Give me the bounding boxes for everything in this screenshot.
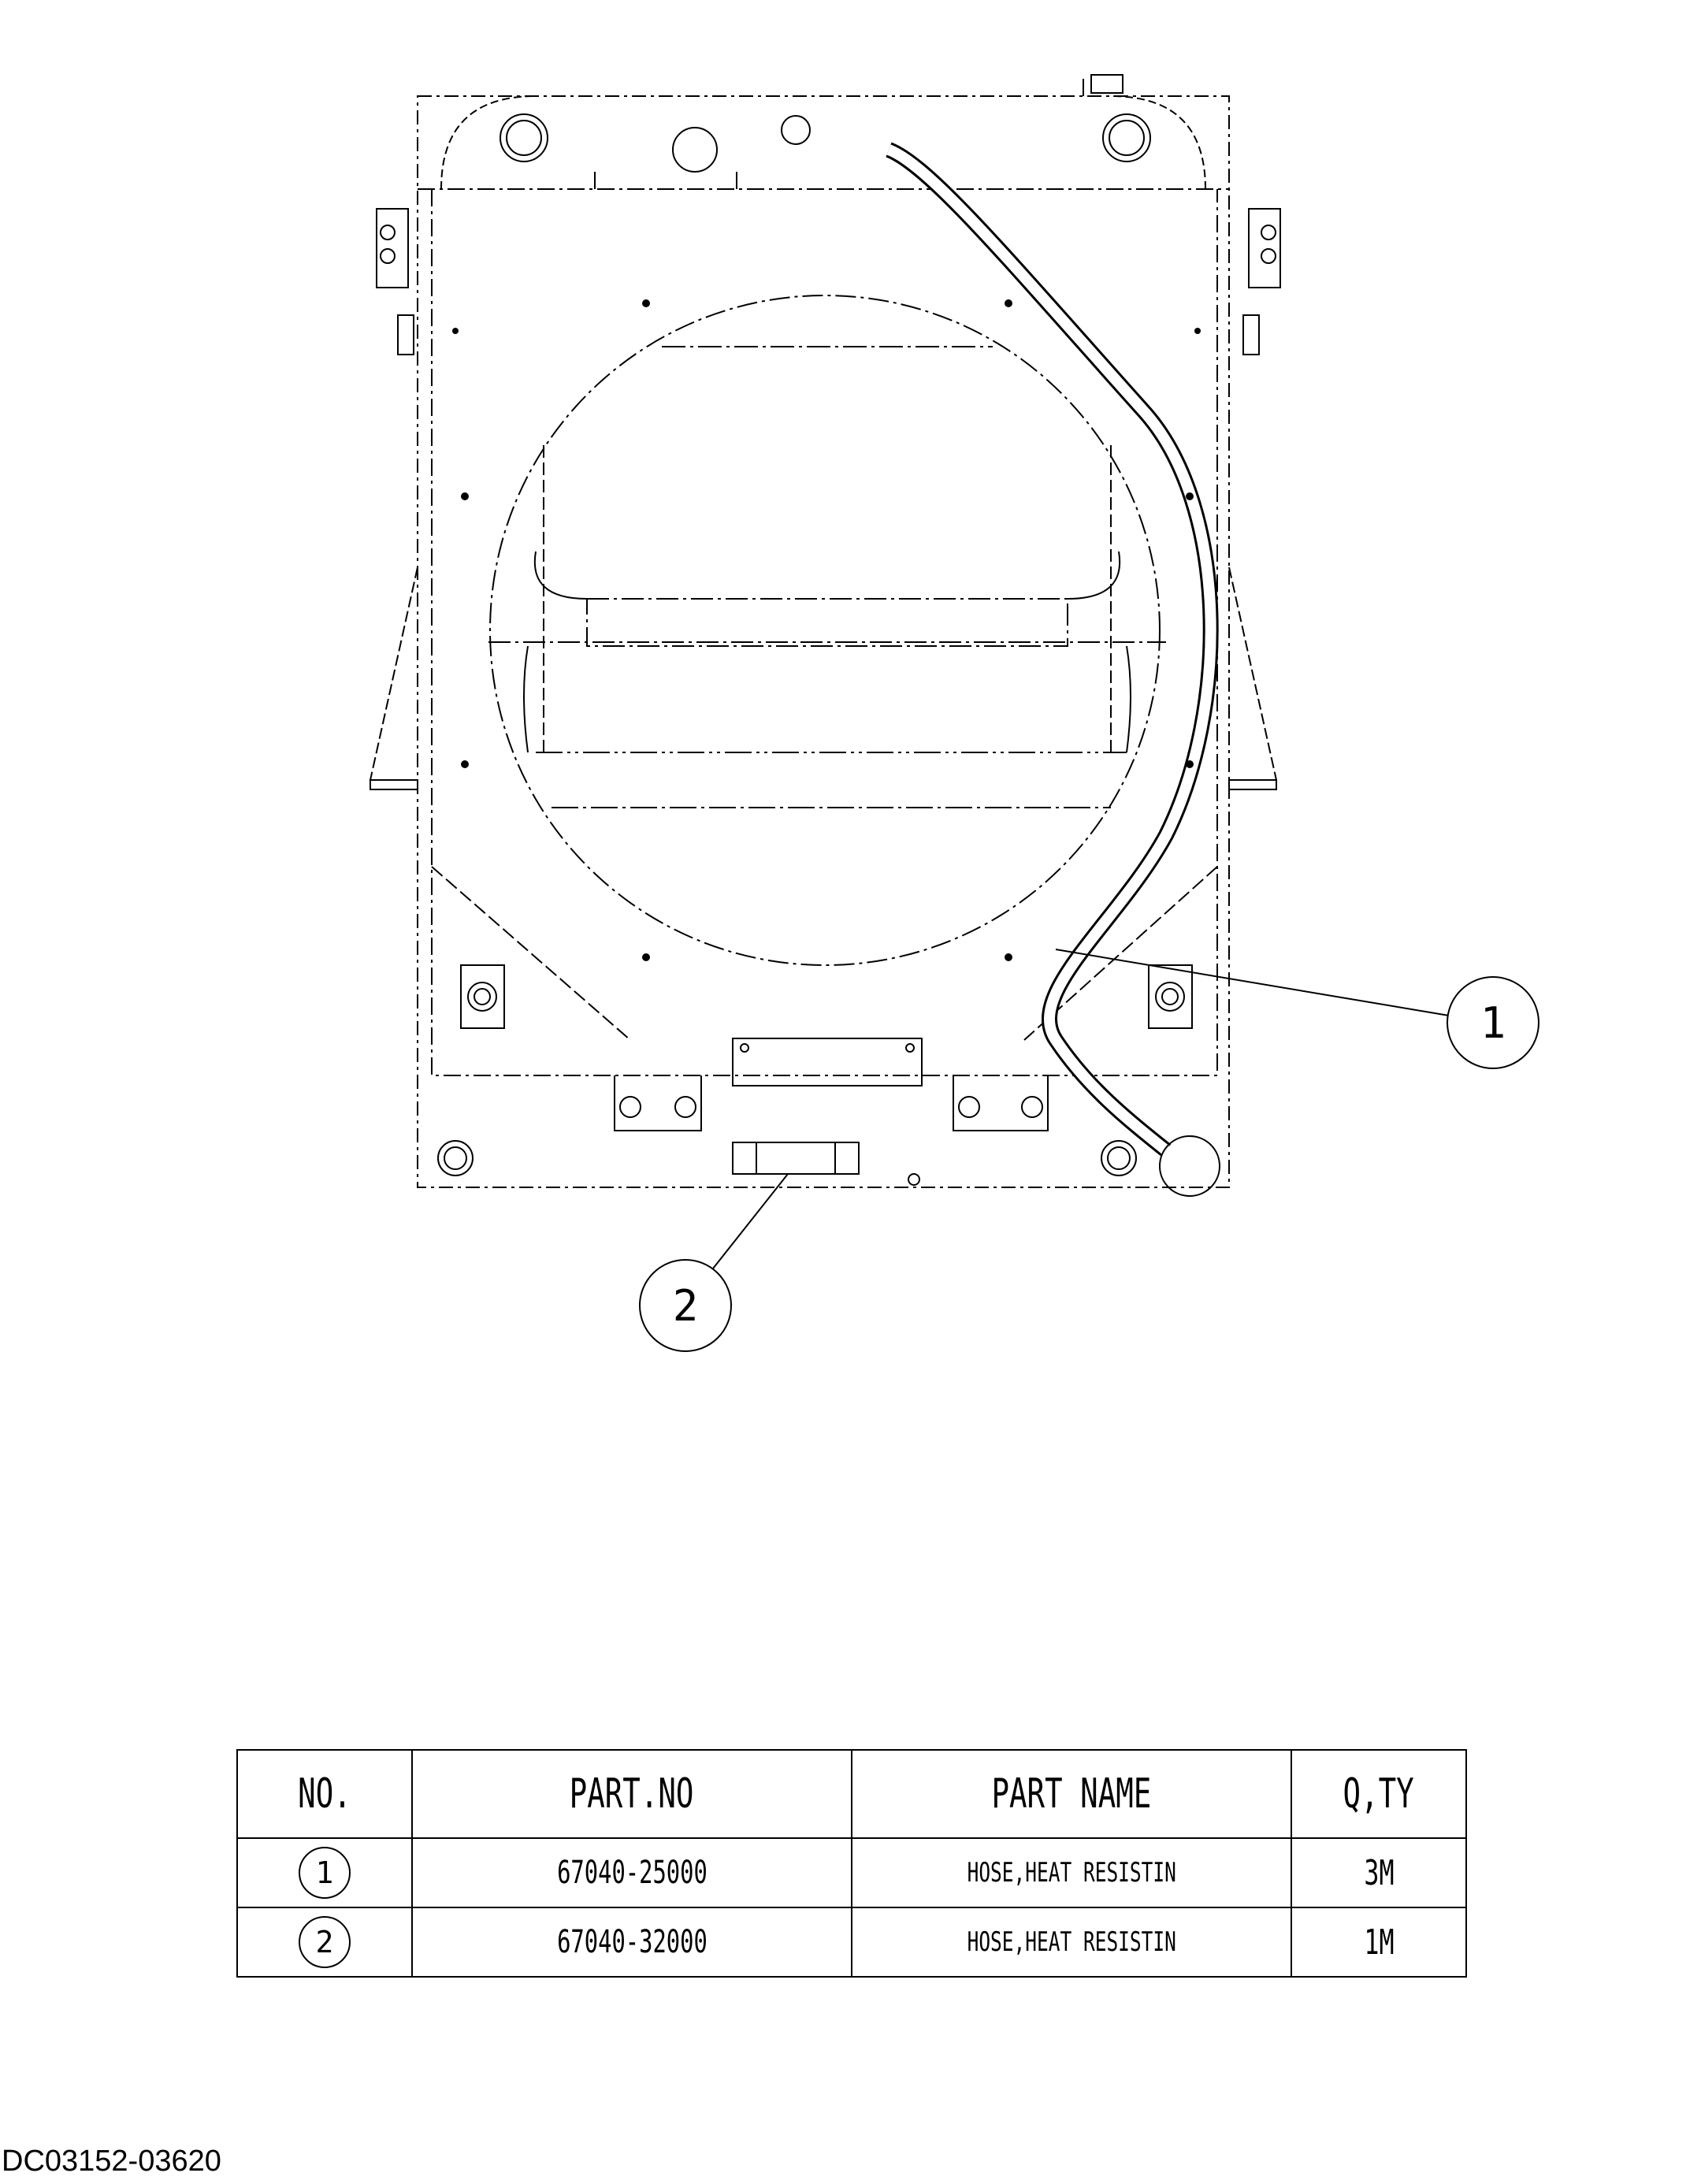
fan-shroud — [489, 295, 1161, 966]
table-row: 1 67040-25000 HOSE,HEAT RESISTIN 3M — [236, 1837, 1467, 1908]
mount-pad-right — [1148, 964, 1193, 1029]
outer-frame — [417, 95, 1230, 1188]
upper-body — [418, 188, 1229, 1076]
leader-line-1 — [1055, 949, 1454, 1017]
top-boss-right — [1102, 113, 1151, 162]
cell-part-no: 67040-32000 — [411, 1907, 852, 1978]
document-code: DC03152-03620 — [2, 2145, 221, 2178]
cell-qty: 3M — [1291, 1837, 1467, 1908]
drain-plug-top — [781, 115, 811, 145]
callout-2-label: 2 — [673, 1281, 699, 1331]
callout-2: 2 — [639, 1259, 732, 1352]
right-wing — [1228, 566, 1278, 781]
cell-no: 2 — [236, 1907, 413, 1978]
leader-line-2 — [712, 1173, 789, 1269]
left-wing — [369, 566, 418, 781]
hose-fitting — [732, 1142, 860, 1175]
table-row: 2 67040-32000 HOSE,HEAT RESISTIN 1M — [236, 1907, 1467, 1978]
cell-part-no: 67040-25000 — [411, 1837, 852, 1908]
cell-no: 1 — [236, 1837, 413, 1908]
header-qty: Q,TY — [1291, 1749, 1467, 1839]
table-header-row: NO. PART.NO PART NAME Q,TY — [236, 1749, 1467, 1839]
header-part-name: PART NAME — [851, 1749, 1292, 1839]
header-no: NO. — [236, 1749, 413, 1839]
cell-part-name: HOSE,HEAT RESISTIN — [851, 1837, 1292, 1908]
mount-pad-left — [460, 964, 505, 1029]
cross-brace — [586, 598, 1068, 647]
header-part-no: PART.NO — [411, 1749, 852, 1839]
callout-1-label: 1 — [1480, 998, 1506, 1048]
item-number-circle: 1 — [299, 1847, 351, 1899]
hose-end-cap — [1159, 1135, 1220, 1197]
parts-table: NO. PART.NO PART NAME Q,TY 1 67040-25000… — [236, 1749, 1467, 1978]
item-number-circle: 2 — [299, 1916, 351, 1968]
top-boss-left — [500, 113, 548, 162]
callout-1: 1 — [1447, 976, 1539, 1069]
cell-part-name: HOSE,HEAT RESISTIN — [851, 1907, 1292, 1978]
filler-cap — [672, 127, 718, 173]
parts-diagram: 1 2 — [369, 74, 1539, 1352]
cell-qty: 1M — [1291, 1907, 1467, 1978]
